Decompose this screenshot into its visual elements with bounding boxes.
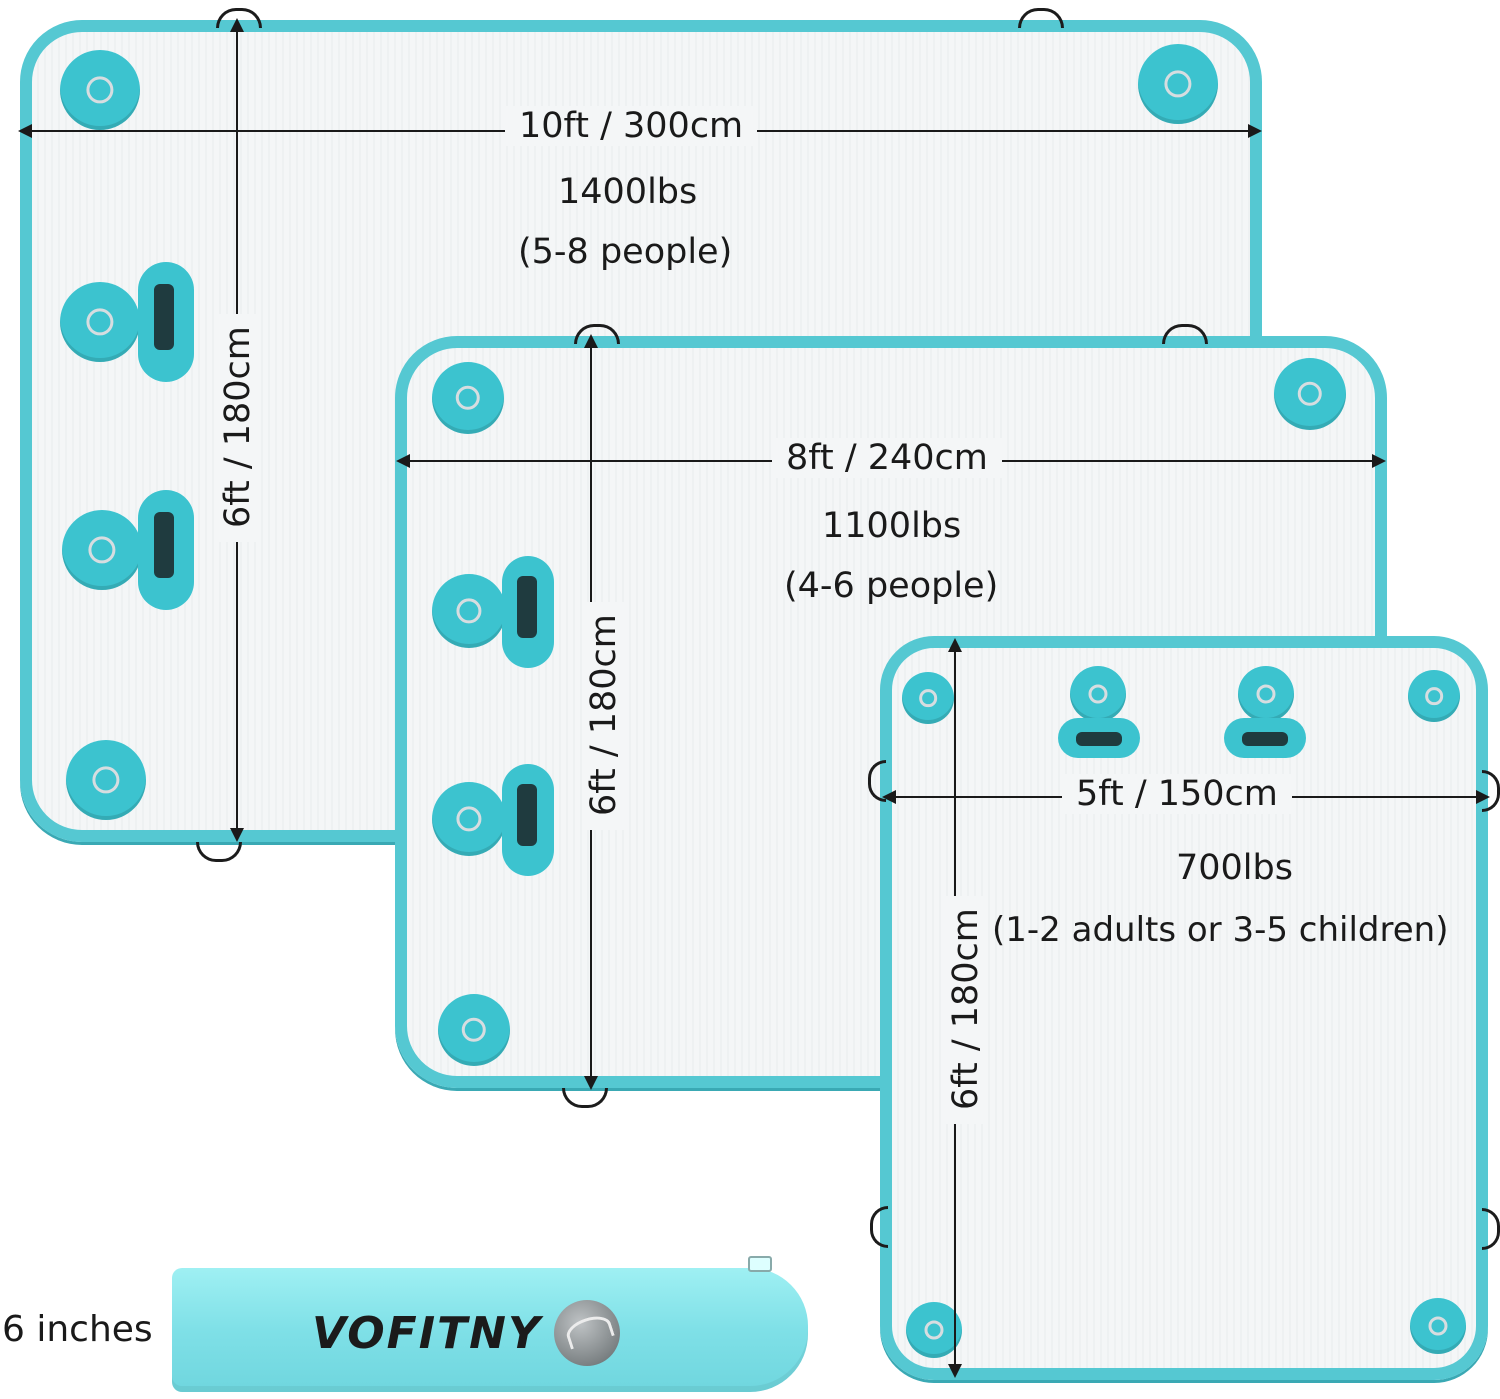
valve-cap-tab bbox=[748, 1256, 772, 1272]
d-ring-icon bbox=[1138, 44, 1218, 124]
medium-height-label: 6ft / 180cm bbox=[584, 602, 624, 830]
d-ring-icon bbox=[62, 510, 142, 590]
d-ring-icon bbox=[432, 574, 506, 648]
air-valve-icon bbox=[554, 1300, 620, 1366]
medium-width-label: 8ft / 240cm bbox=[772, 438, 1002, 478]
small-occupancy: (1-2 adults or 3-5 children) bbox=[992, 910, 1449, 950]
thickness-label: 6 inches bbox=[2, 1309, 153, 1350]
large-width-label: 10ft / 300cm bbox=[505, 106, 758, 146]
strap bbox=[196, 842, 242, 862]
handle-icon bbox=[138, 262, 194, 382]
d-ring-icon bbox=[60, 282, 140, 362]
d-ring-icon bbox=[432, 362, 504, 434]
handle-icon bbox=[1224, 718, 1306, 758]
d-ring-icon bbox=[906, 1302, 962, 1358]
small-capacity: 700lbs bbox=[1176, 848, 1293, 888]
d-ring-icon bbox=[1408, 670, 1460, 722]
handle-icon bbox=[138, 490, 194, 610]
medium-capacity: 1100lbs bbox=[822, 506, 962, 546]
d-ring-icon bbox=[60, 50, 140, 130]
strap bbox=[1482, 1208, 1500, 1250]
d-ring-icon bbox=[66, 740, 146, 820]
strap bbox=[562, 1088, 608, 1108]
d-ring-icon bbox=[432, 782, 506, 856]
d-ring-icon bbox=[902, 672, 954, 724]
medium-occupancy: (4-6 people) bbox=[784, 566, 999, 606]
large-capacity: 1400lbs bbox=[558, 172, 698, 212]
small-height-label: 6ft / 180cm bbox=[946, 896, 986, 1124]
handle-icon bbox=[502, 556, 554, 668]
small-width-label: 5ft / 150cm bbox=[1062, 774, 1292, 814]
brand-logo: VOFITNY bbox=[312, 1308, 542, 1359]
d-ring-icon bbox=[1070, 666, 1126, 722]
d-ring-icon bbox=[1238, 666, 1294, 722]
strap bbox=[870, 1206, 888, 1248]
large-occupancy: (5-8 people) bbox=[518, 232, 733, 272]
handle-icon bbox=[502, 764, 554, 876]
d-ring-icon bbox=[438, 994, 510, 1066]
handle-icon bbox=[1058, 718, 1140, 758]
platform-side-profile bbox=[172, 1268, 808, 1392]
large-height-label: 6ft / 180cm bbox=[218, 314, 258, 542]
d-ring-icon bbox=[1410, 1298, 1466, 1354]
d-ring-icon bbox=[1274, 358, 1346, 430]
strap bbox=[1018, 8, 1064, 28]
